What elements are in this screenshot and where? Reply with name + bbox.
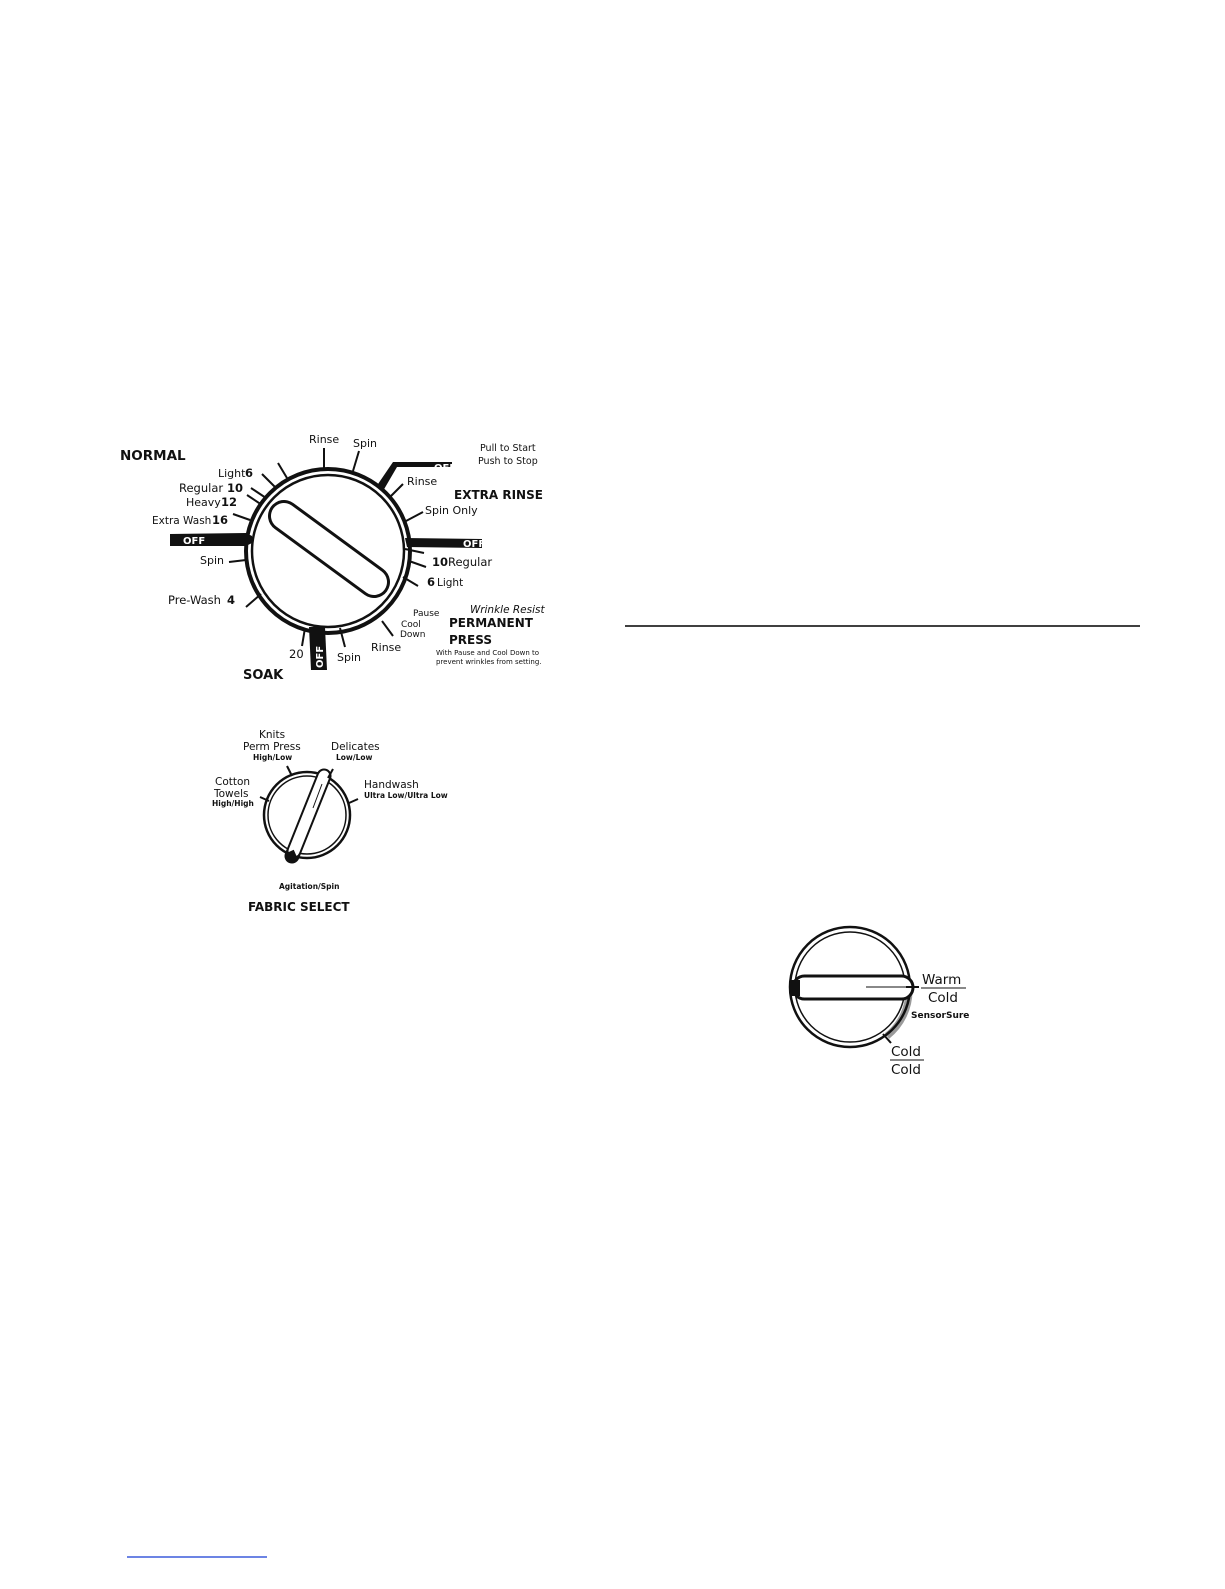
tick-spin-only [405, 511, 424, 522]
tick-rinse-bottom [381, 620, 394, 637]
sensorsure-label: SensorSure [911, 1011, 969, 1021]
normal-extra-wash-label: Extra Wash [152, 515, 211, 527]
agitation-spin-label: Agitation/Spin [279, 882, 339, 891]
warm-cold-label: Cold [928, 990, 958, 1006]
tick-rinse-right [390, 483, 404, 497]
off-pointer-normal [170, 533, 252, 546]
tick-regular [250, 487, 267, 499]
tick-spin-top [352, 450, 360, 472]
pause-label: Pause [413, 609, 440, 619]
cotton-label: Cotton [215, 776, 250, 788]
normal-light-label: Light [218, 467, 246, 480]
normal-extra-wash-num: 16 [212, 513, 228, 527]
top-rinse-label: Rinse [309, 433, 339, 446]
tick-soak-20 [301, 627, 306, 647]
tick-spin-left [228, 559, 247, 563]
off-pointer-soak [309, 627, 327, 670]
perm-regular-num: 10 [432, 555, 448, 569]
off-badge-perm: OFF [463, 539, 485, 550]
cold-top-label: Cold [891, 1044, 921, 1060]
tick-prewash [245, 593, 262, 608]
handwash-sub-label: Ultra Low/Ultra Low [364, 791, 448, 800]
normal-regular-num: 10 [227, 481, 243, 495]
normal-prewash-label: Pre-Wash [168, 593, 221, 607]
spin-only-label: Spin Only [425, 504, 478, 517]
fabric-dial[interactable] [262, 768, 352, 864]
normal-heavy-num: 12 [221, 495, 237, 509]
permanent-heading: PERMANENT [449, 616, 534, 630]
fabric-dial-ring [262, 770, 352, 860]
perm-light-label: Light [437, 577, 463, 589]
fabric-dial-ticks [259, 765, 359, 804]
down-label: Down [400, 630, 426, 640]
delicates-sub-label: Low/Low [336, 753, 373, 762]
perm-light-num: 6 [427, 575, 435, 589]
knits-label: Knits [259, 729, 285, 741]
off-pointer-perm [405, 538, 482, 548]
normal-prewash-num: 4 [227, 593, 235, 607]
perm-press-label: Perm Press [243, 741, 301, 753]
normal-heavy-label: Heavy [186, 496, 221, 509]
perm-note-line-2: prevent wrinkles from setting. [436, 658, 542, 666]
tick-light-6 [402, 576, 419, 587]
tick-knits [286, 765, 293, 777]
off-badge-start: OFF [434, 463, 456, 474]
off-markers [170, 462, 482, 670]
tick-handwash [348, 798, 359, 804]
tick-top-left [277, 462, 288, 479]
cycle-dial-ticks [228, 448, 427, 648]
normal-heading: NORMAL [120, 448, 186, 464]
soak-num: 20 [289, 647, 304, 661]
tick-off-perm-extra [404, 548, 425, 554]
normal-regular-label: Regular [179, 481, 223, 495]
cycle-dial[interactable] [244, 467, 412, 635]
perm-rinse-label: Rinse [371, 641, 401, 654]
extra-rinse-heading: EXTRA RINSE [454, 488, 543, 502]
extra-rinse-rinse-label: Rinse [407, 475, 437, 488]
warm-label: Warm [922, 972, 961, 988]
knits-sub-label: High/Low [253, 753, 292, 762]
cold-bottom-label: Cold [891, 1062, 921, 1078]
tick-cold-cold [882, 1033, 892, 1044]
push-to-stop-label: Push to Stop [478, 456, 538, 467]
perm-regular-label: Regular [448, 555, 492, 569]
fabric-dial-indicator-line [312, 783, 323, 809]
temp-dial[interactable] [788, 925, 919, 1049]
tick-light [261, 473, 276, 488]
perm-note-line-1: With Pause and Cool Down to [436, 649, 539, 657]
normal-light-num: 6 [245, 466, 253, 480]
tick-heavy [246, 494, 263, 506]
tick-delicates [327, 768, 334, 779]
cycle-dial-knob[interactable] [271, 503, 387, 595]
towels-label: Towels [213, 788, 249, 800]
press-heading: PRESS [449, 633, 492, 647]
fabric-dial-knob[interactable] [288, 770, 330, 857]
delicates-label: Delicates [331, 741, 380, 753]
fabric-select-heading: FABRIC SELECT [248, 900, 350, 914]
wrinkle-resist-label: Wrinkle Resist [470, 604, 545, 616]
perm-spin-label: Spin [337, 651, 361, 664]
fabric-dial-knob-base [288, 849, 298, 862]
normal-spin-label: Spin [200, 554, 224, 567]
off-badge-normal: OFF [183, 536, 205, 547]
temp-dial-knob-base [790, 980, 800, 996]
tick-extra-wash [232, 513, 251, 521]
off-badge-soak: OFF [315, 646, 326, 668]
top-spin-label: Spin [353, 437, 377, 450]
tick-cotton [259, 796, 270, 802]
tick-spin-bottom [339, 627, 346, 648]
cotton-sub-label: High/High [212, 799, 254, 808]
pull-to-start-label: Pull to Start [480, 443, 536, 454]
soak-heading: SOAK [243, 668, 284, 683]
cool-label: Cool [401, 620, 421, 630]
handwash-label: Handwash [364, 779, 419, 791]
tick-regular-10 [408, 560, 427, 568]
off-pointer-top [376, 462, 452, 491]
